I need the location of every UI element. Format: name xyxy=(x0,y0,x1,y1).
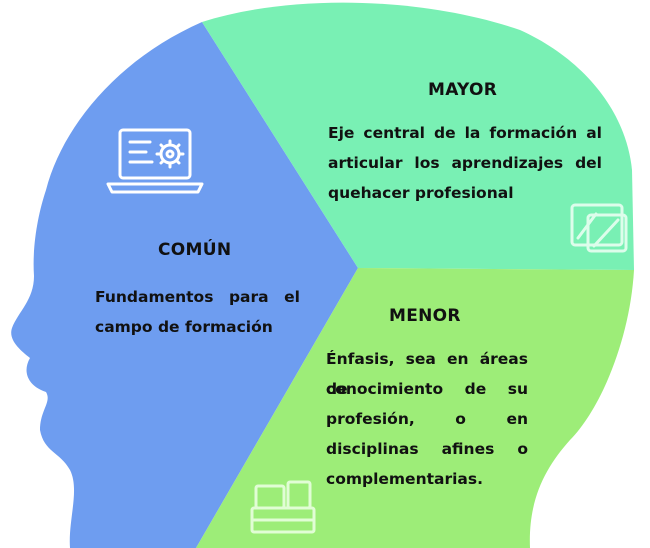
mayor-title: MAYOR xyxy=(428,80,498,100)
devices-icon xyxy=(570,203,628,253)
mayor-region xyxy=(202,2,634,270)
menor-line-5: complementarias. xyxy=(326,470,484,488)
mayor-line-3: quehacer profesional xyxy=(328,184,514,202)
menor-line-4: disciplinas afines o xyxy=(326,440,528,458)
menor-title: MENOR xyxy=(389,306,461,326)
comun-line-2: campo de formación xyxy=(95,318,273,336)
mayor-line-2: articular los aprendizajes del xyxy=(328,154,602,172)
comun-line-1: Fundamentos para el xyxy=(95,288,300,306)
stacked-boxes-icon xyxy=(250,480,316,534)
comun-region xyxy=(11,22,358,548)
menor-line-1: Énfasis, sea en áreas de xyxy=(326,350,528,398)
menor-line-2: conocimiento de su xyxy=(326,380,528,398)
comun-title: COMÚN xyxy=(158,240,232,260)
mayor-line-1: Eje central de la formación al xyxy=(328,124,602,142)
menor-region xyxy=(196,268,634,548)
laptop-gear-icon xyxy=(106,128,204,194)
menor-line-3: profesión, o en xyxy=(326,410,528,428)
